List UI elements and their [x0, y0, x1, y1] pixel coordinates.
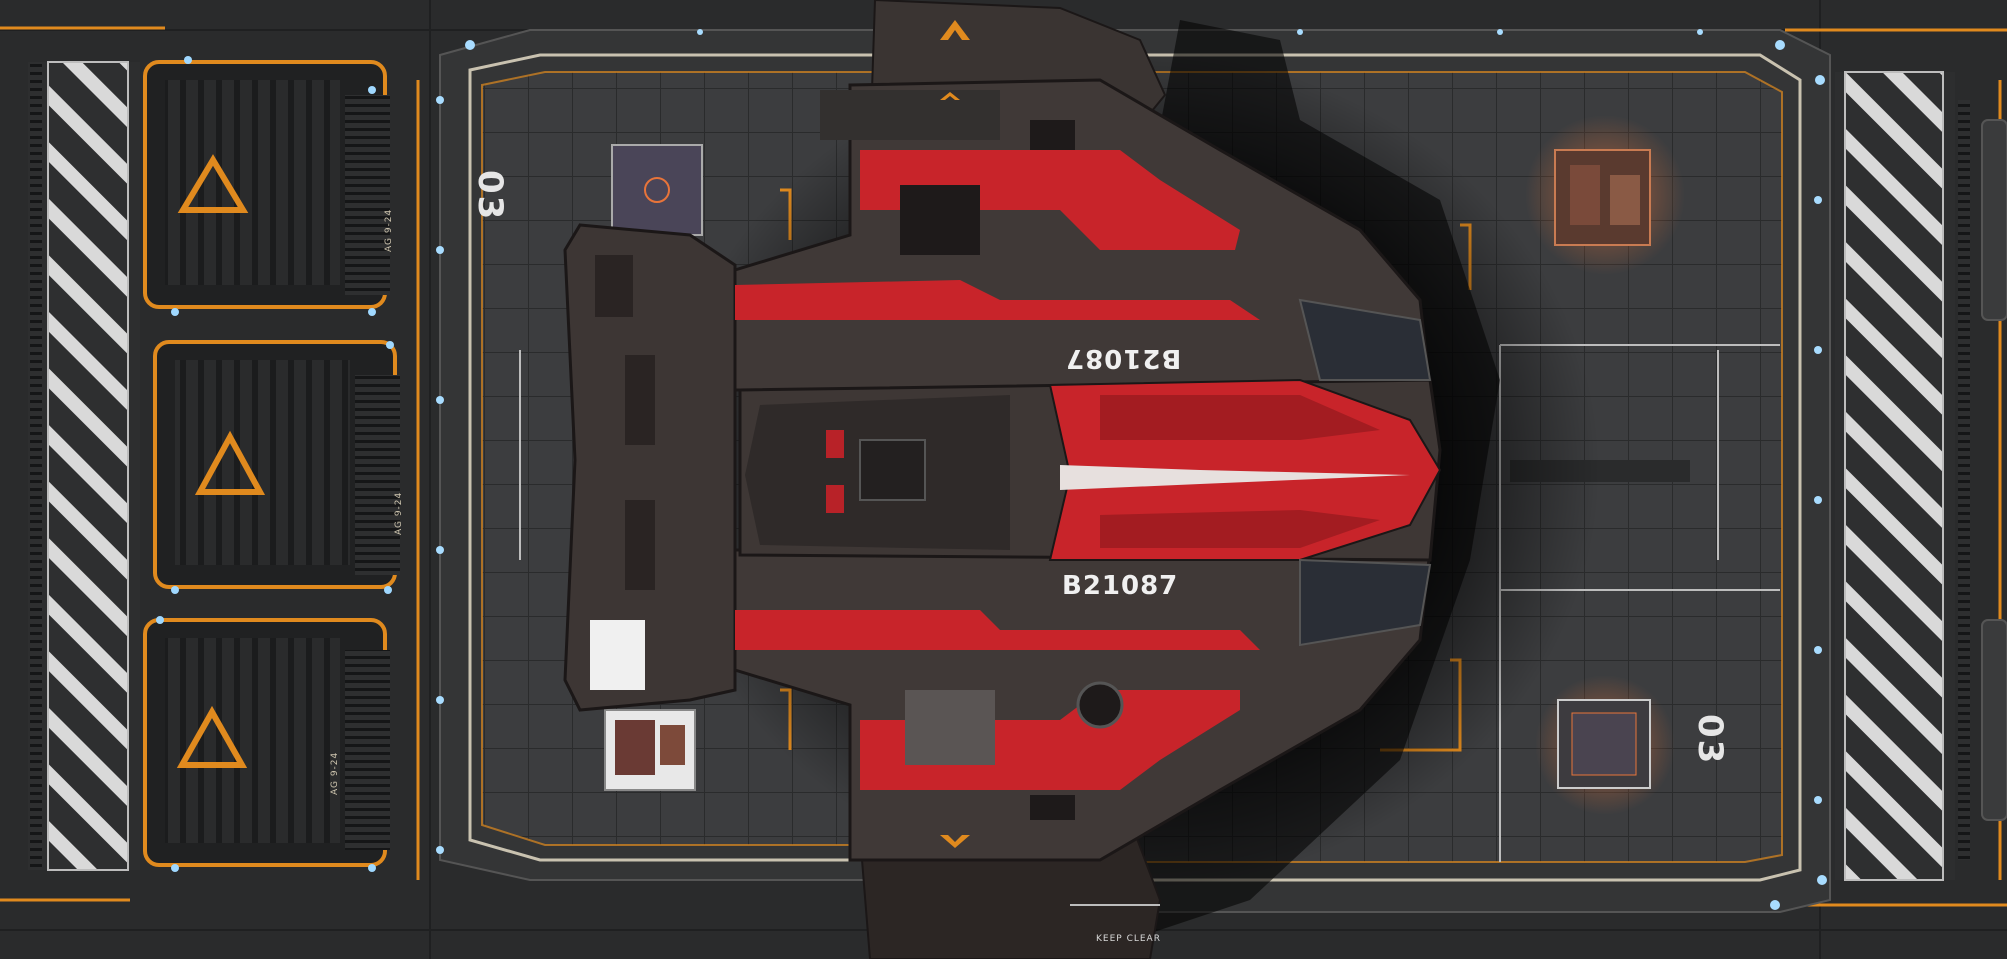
ship-registration-top: B21087 — [1065, 343, 1182, 373]
spaceship — [563, 0, 1442, 959]
hatch-label-1: AG 9-24 — [384, 208, 394, 252]
storage-hatch-3 — [143, 618, 390, 867]
ship-chevron-top — [940, 20, 970, 40]
storage-hatch-1 — [143, 60, 390, 309]
keep-clear-label: KEEP CLEAR — [1096, 934, 1161, 944]
pad-number-left: 03 — [470, 170, 510, 222]
left-hazard-stripe — [28, 61, 140, 871]
service-hatch-top-right — [1525, 115, 1685, 275]
storage-hatch-2 — [153, 340, 400, 589]
ship-rear-wing — [563, 223, 737, 712]
ship-chevron-bottom — [940, 835, 970, 848]
service-hatch-bottom-right — [1535, 675, 1675, 815]
hatch-label-3: AG 9-24 — [330, 751, 340, 795]
pad-number-right: 03 — [1690, 714, 1730, 766]
ship-registration-bottom: B21087 — [1062, 571, 1179, 601]
service-hatch-top-left — [611, 144, 703, 236]
hatch-lights — [156, 56, 394, 872]
right-hazard-stripe — [1835, 71, 2007, 881]
hatch-label-2: AG 9-24 — [394, 491, 404, 535]
service-hatch-bottom-left — [604, 709, 696, 791]
